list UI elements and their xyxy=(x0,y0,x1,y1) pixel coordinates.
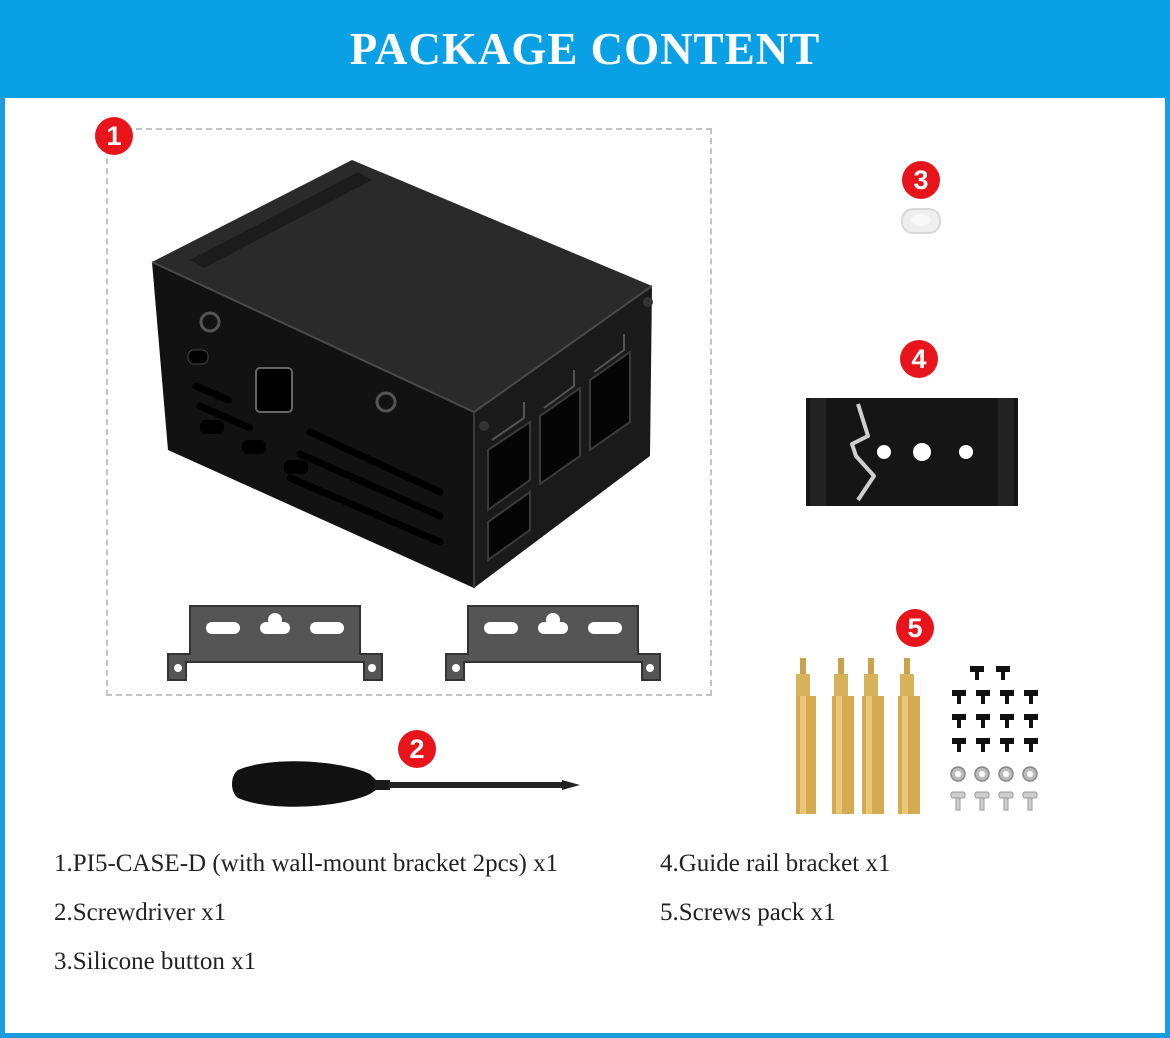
badge-5: 5 xyxy=(896,609,934,647)
wall-bracket-icon-left xyxy=(167,605,383,681)
badge-1: 1 xyxy=(95,117,133,155)
badge-3: 3 xyxy=(902,161,940,199)
caption-item-3: 3.Silicone button x1 xyxy=(54,948,257,975)
header-banner: PACKAGE CONTENT xyxy=(0,0,1170,98)
silicone-button-icon xyxy=(901,208,941,234)
item-1-frame xyxy=(106,128,712,696)
screwdriver-icon xyxy=(232,761,580,807)
page-title: PACKAGE CONTENT xyxy=(349,24,821,74)
rail-bracket-icon xyxy=(806,398,1018,506)
wall-bracket-icon-right xyxy=(445,605,661,681)
caption-item-2: 2.Screwdriver x1 xyxy=(54,899,227,926)
badge-4: 4 xyxy=(900,340,938,378)
caption-item-5: 5.Screws pack x1 xyxy=(660,899,836,926)
screws-icon xyxy=(796,658,1038,814)
case-icon xyxy=(151,160,653,588)
caption-item-1: 1.PI5-CASE-D (with wall-mount bracket 2p… xyxy=(54,850,559,877)
badge-2: 2 xyxy=(398,730,436,768)
caption-item-4: 4.Guide rail bracket x1 xyxy=(660,850,891,877)
